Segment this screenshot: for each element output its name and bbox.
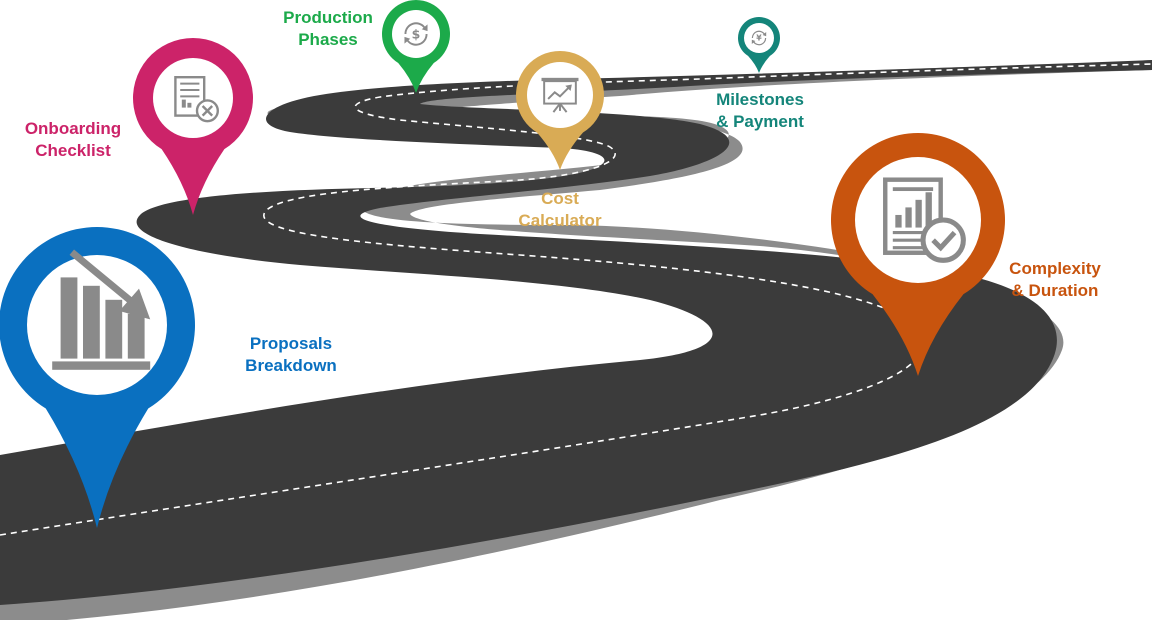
svg-text:$: $ [412, 26, 421, 41]
production-pin-face [392, 10, 440, 58]
complexity-label-line1: Complexity [1009, 259, 1101, 278]
production-label-line1: Production [283, 8, 373, 27]
cost-pin [516, 50, 604, 170]
milestones-label-line2: & Payment [716, 112, 804, 131]
cost-label-line2: Calculator [518, 211, 602, 230]
yen-cycle-icon: ¥ [751, 30, 767, 46]
milestones-pin: ¥ [738, 17, 781, 73]
proposals-pin [0, 226, 195, 528]
proposals-label-line1: Proposals [249, 334, 333, 353]
complexity-label-line2: & Duration [1011, 281, 1099, 300]
complexity-label: Complexity & Duration [985, 258, 1125, 302]
declining-bar-chart-icon [52, 249, 151, 370]
complexity-pin [830, 133, 1005, 376]
onboarding-label-line2: Checklist [35, 141, 111, 160]
milestones-label-line1: Milestones [716, 90, 804, 109]
map-pins: $¥ [0, 0, 1005, 528]
production-pin: $ [382, 0, 450, 93]
milestones-label: Milestones & Payment [690, 89, 830, 133]
production-label-line2: Phases [298, 30, 358, 49]
onboarding-pin [132, 38, 253, 215]
report-approved-icon [883, 177, 966, 263]
milestones-pin-face [744, 23, 774, 53]
cost-label-line1: Cost [541, 189, 579, 208]
onboarding-pin-face [153, 58, 233, 138]
onboarding-label-line1: Onboarding [24, 119, 122, 138]
dollar-cycle-icon: $ [404, 22, 428, 46]
svg-text:¥: ¥ [756, 34, 762, 43]
proposals-label-line2: Breakdown [245, 356, 337, 375]
document-cancel-icon [174, 75, 219, 123]
presentation-growth-icon [541, 77, 579, 113]
road [0, 60, 1152, 605]
